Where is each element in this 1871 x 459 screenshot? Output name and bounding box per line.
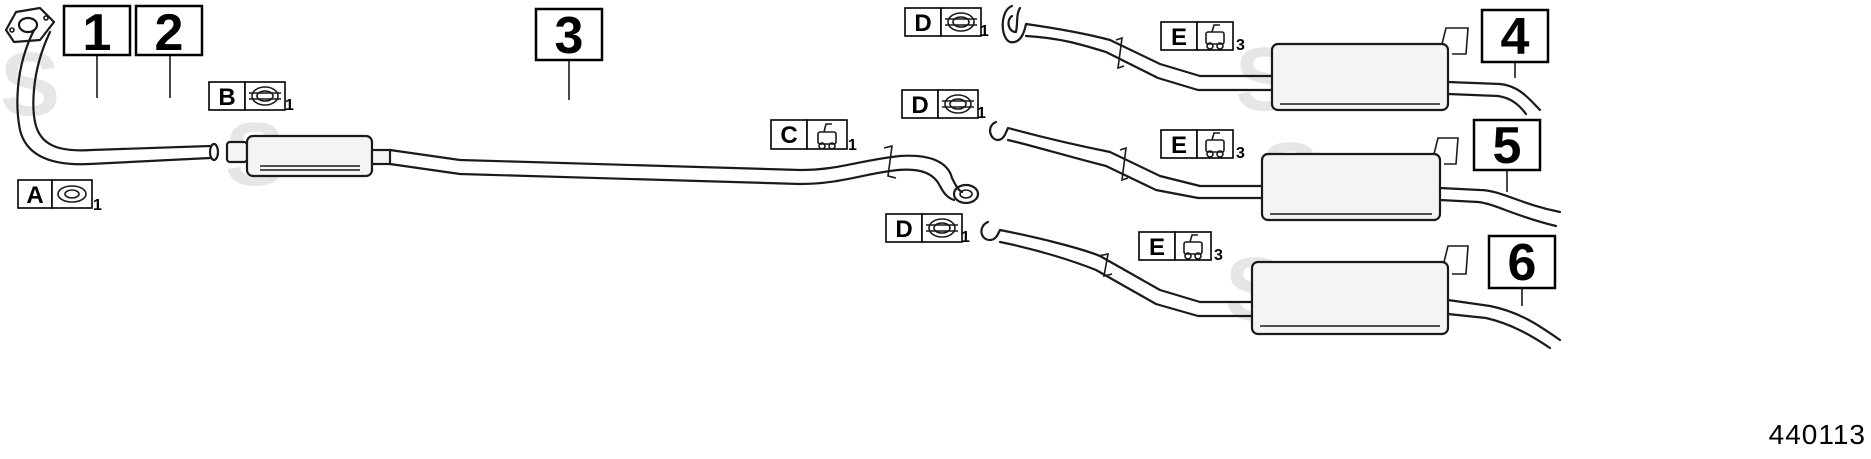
pipe-clamp-icon: [942, 94, 974, 114]
svg-text:D: D: [895, 216, 912, 243]
svg-text:S: S: [0, 35, 60, 135]
svg-text:C: C: [780, 122, 797, 149]
svg-text:5: 5: [1493, 117, 1522, 175]
svg-text:1: 1: [83, 4, 112, 62]
rubber-hanger-icon: [1205, 24, 1225, 50]
svg-text:1: 1: [285, 97, 294, 114]
callout-part-6: 6: [1487, 234, 1557, 292]
callout-part-1: 1: [62, 4, 132, 62]
svg-text:D: D: [911, 92, 928, 119]
fitting-tag-b: B 1: [208, 81, 294, 114]
fitting-tag-e-middle: E 3: [1160, 129, 1245, 162]
callout-part-3: 3: [534, 7, 604, 65]
callout-part-2: 2: [134, 4, 204, 62]
rear-muffler-4: [1001, 4, 1542, 116]
fitting-tag-c: C 1: [770, 119, 857, 154]
svg-text:2: 2: [155, 4, 184, 62]
svg-text:E: E: [1149, 234, 1165, 261]
svg-text:B: B: [218, 84, 235, 111]
svg-text:3: 3: [1236, 37, 1245, 54]
fitting-tag-e-top: E 3: [1160, 21, 1245, 54]
flange-icon: [4, 6, 56, 44]
fitting-tag-d-top: D 1: [904, 7, 989, 40]
fitting-tag-e-bottom: E 3: [1138, 231, 1223, 264]
fitting-tag-d-middle: D 1: [901, 89, 986, 122]
pipe-clamp-icon: [926, 218, 958, 238]
front-pipe: [4, 6, 220, 166]
rear-muffler-5: [989, 120, 1562, 228]
svg-text:4: 4: [1501, 8, 1530, 66]
svg-text:1: 1: [93, 197, 102, 214]
fitting-tag-d-bottom: D 1: [885, 213, 970, 246]
fitting-tag-a: A 1: [17, 179, 102, 214]
callout-part-5: 5: [1472, 117, 1542, 175]
rubber-hanger-icon: [817, 123, 837, 150]
svg-text:D: D: [914, 10, 931, 37]
leader-lines: [96, 55, 1523, 306]
svg-text:1: 1: [961, 229, 970, 246]
svg-text:3: 3: [1214, 247, 1223, 264]
gasket-ring-icon: [57, 185, 87, 203]
watermark-marks: S S S S S: [0, 30, 1320, 340]
svg-text:1: 1: [980, 23, 989, 40]
svg-text:1: 1: [848, 137, 857, 154]
pipe-clamp-icon: [249, 86, 281, 106]
svg-text:A: A: [26, 182, 43, 209]
centre-section: [225, 134, 980, 205]
svg-text:1: 1: [977, 105, 986, 122]
svg-text:6: 6: [1508, 234, 1537, 292]
svg-text:3: 3: [1236, 145, 1245, 162]
rubber-hanger-icon: [1205, 132, 1225, 158]
rubber-hanger-icon: [1183, 234, 1203, 260]
rear-muffler-6: [980, 220, 1562, 350]
reference-number: 440113: [1769, 419, 1866, 450]
callout-part-4: 4: [1480, 8, 1550, 66]
svg-text:3: 3: [555, 7, 584, 65]
svg-text:E: E: [1171, 24, 1187, 51]
svg-text:E: E: [1171, 132, 1187, 159]
pipe-clamp-icon: [945, 12, 977, 32]
